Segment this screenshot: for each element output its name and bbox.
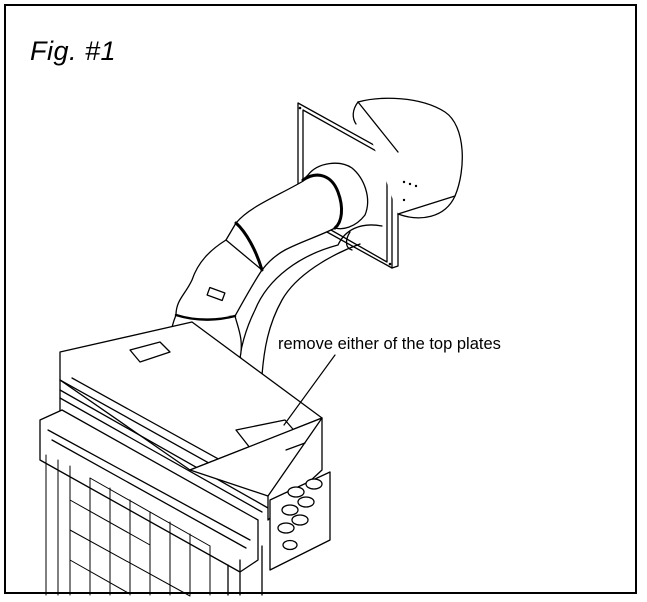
inner-flex-pipe [237,224,383,413]
callout-label: remove either of the top plates [278,335,501,353]
callout-leader-line [283,354,336,426]
side-louvers [269,471,331,571]
firebox-front [39,409,263,597]
figure-title: Fig. #1 [30,36,117,66]
